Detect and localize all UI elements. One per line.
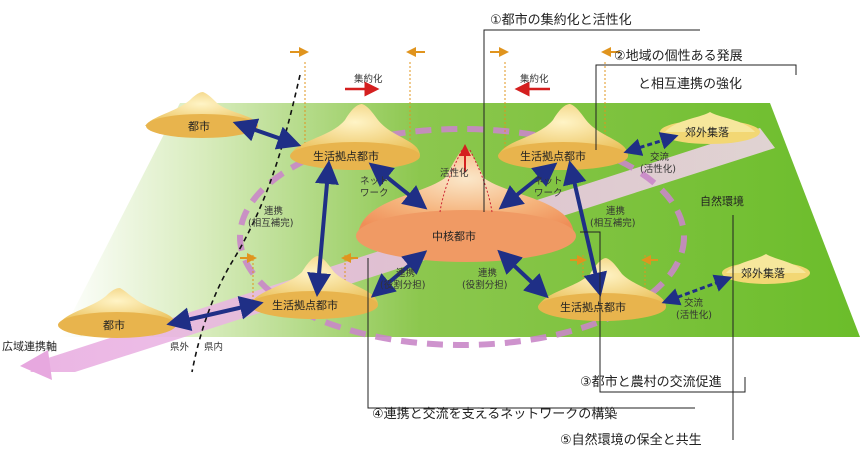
core-city-label: 中核都市 xyxy=(432,229,476,243)
renkei-label-left-1: 連携 xyxy=(264,205,283,217)
suburb-1: 郊外集落 xyxy=(660,112,760,144)
renkei-label-bottom-right-1: 連携 xyxy=(478,267,497,279)
callout-2b: と相互連携の強化 xyxy=(638,76,742,92)
wide-area-axis-arrowhead xyxy=(20,350,52,380)
callout-3: ③都市と農村の交流促進 xyxy=(580,374,722,390)
network-label-left-1: ネット xyxy=(360,176,389,187)
inside-prefecture-label: 県内 xyxy=(204,341,223,353)
hub-label-tr: 生活拠点都市 xyxy=(520,149,586,163)
outside-prefecture-label: 県外 xyxy=(170,341,190,353)
network-label-left-2: ワーク xyxy=(360,188,389,199)
outer-city-label-2: 都市 xyxy=(103,318,125,332)
renkei-label-bottom-left-2: (役割分担) xyxy=(380,279,425,291)
blue-network-arrows xyxy=(166,118,608,332)
shuyaku-label-right: 集約化 xyxy=(520,73,549,85)
renkei-label-bottom-right-2: (役割分担) xyxy=(462,279,507,291)
renkei-label-right-1: 連携 xyxy=(606,205,625,217)
shuyaku-label-left: 集約化 xyxy=(354,73,383,85)
renkei-label-right-2: (相互補完) xyxy=(590,217,635,229)
koryu-label-bottom-2: (活性化) xyxy=(676,309,712,321)
kasseika-label: 活性化 xyxy=(440,167,469,179)
callout-1: ①都市の集約化と活性化 xyxy=(490,12,632,28)
core-city: 活性化 中核都市 xyxy=(356,144,576,262)
koryu-label-top-1: 交流 xyxy=(650,151,670,163)
outer-city-1: 都市 xyxy=(145,92,258,138)
dashed-exchange-arrows xyxy=(623,132,733,306)
renkei-label-bottom-left-1: 連携 xyxy=(396,267,415,279)
koryu-label-bottom-1: 交流 xyxy=(684,297,704,309)
wide-area-axis-label: 広域連携軸 xyxy=(2,339,57,353)
nature-label: 自然環境 xyxy=(700,194,744,208)
hub-label-br: 生活拠点都市 xyxy=(560,300,626,314)
network-ring xyxy=(237,126,687,348)
outer-city-2: 都市 xyxy=(58,288,176,338)
outer-city-label-1: 都市 xyxy=(188,119,210,133)
callout-4: ④連携と交流を支えるネットワークの構築 xyxy=(372,406,617,422)
callout-leaders xyxy=(367,29,797,440)
suburb-label-1: 郊外集落 xyxy=(685,125,729,139)
hub-label-tl: 生活拠点都市 xyxy=(313,149,379,163)
hub-label-bl: 生活拠点都市 xyxy=(272,298,338,312)
network-label-right-1: ネット xyxy=(534,176,563,187)
suburb-label-2: 郊外集落 xyxy=(741,266,785,280)
network-label-right-2: ワーク xyxy=(534,188,563,199)
renkei-label-left-2: (相互補完) xyxy=(248,217,293,229)
callout-5: ⑤自然環境の保全と共生 xyxy=(560,432,702,448)
callout-2a: ②地域の個性ある発展 xyxy=(614,49,743,64)
koryu-label-top-2: (活性化) xyxy=(640,163,676,175)
suburb-2: 郊外集落 xyxy=(722,254,810,284)
